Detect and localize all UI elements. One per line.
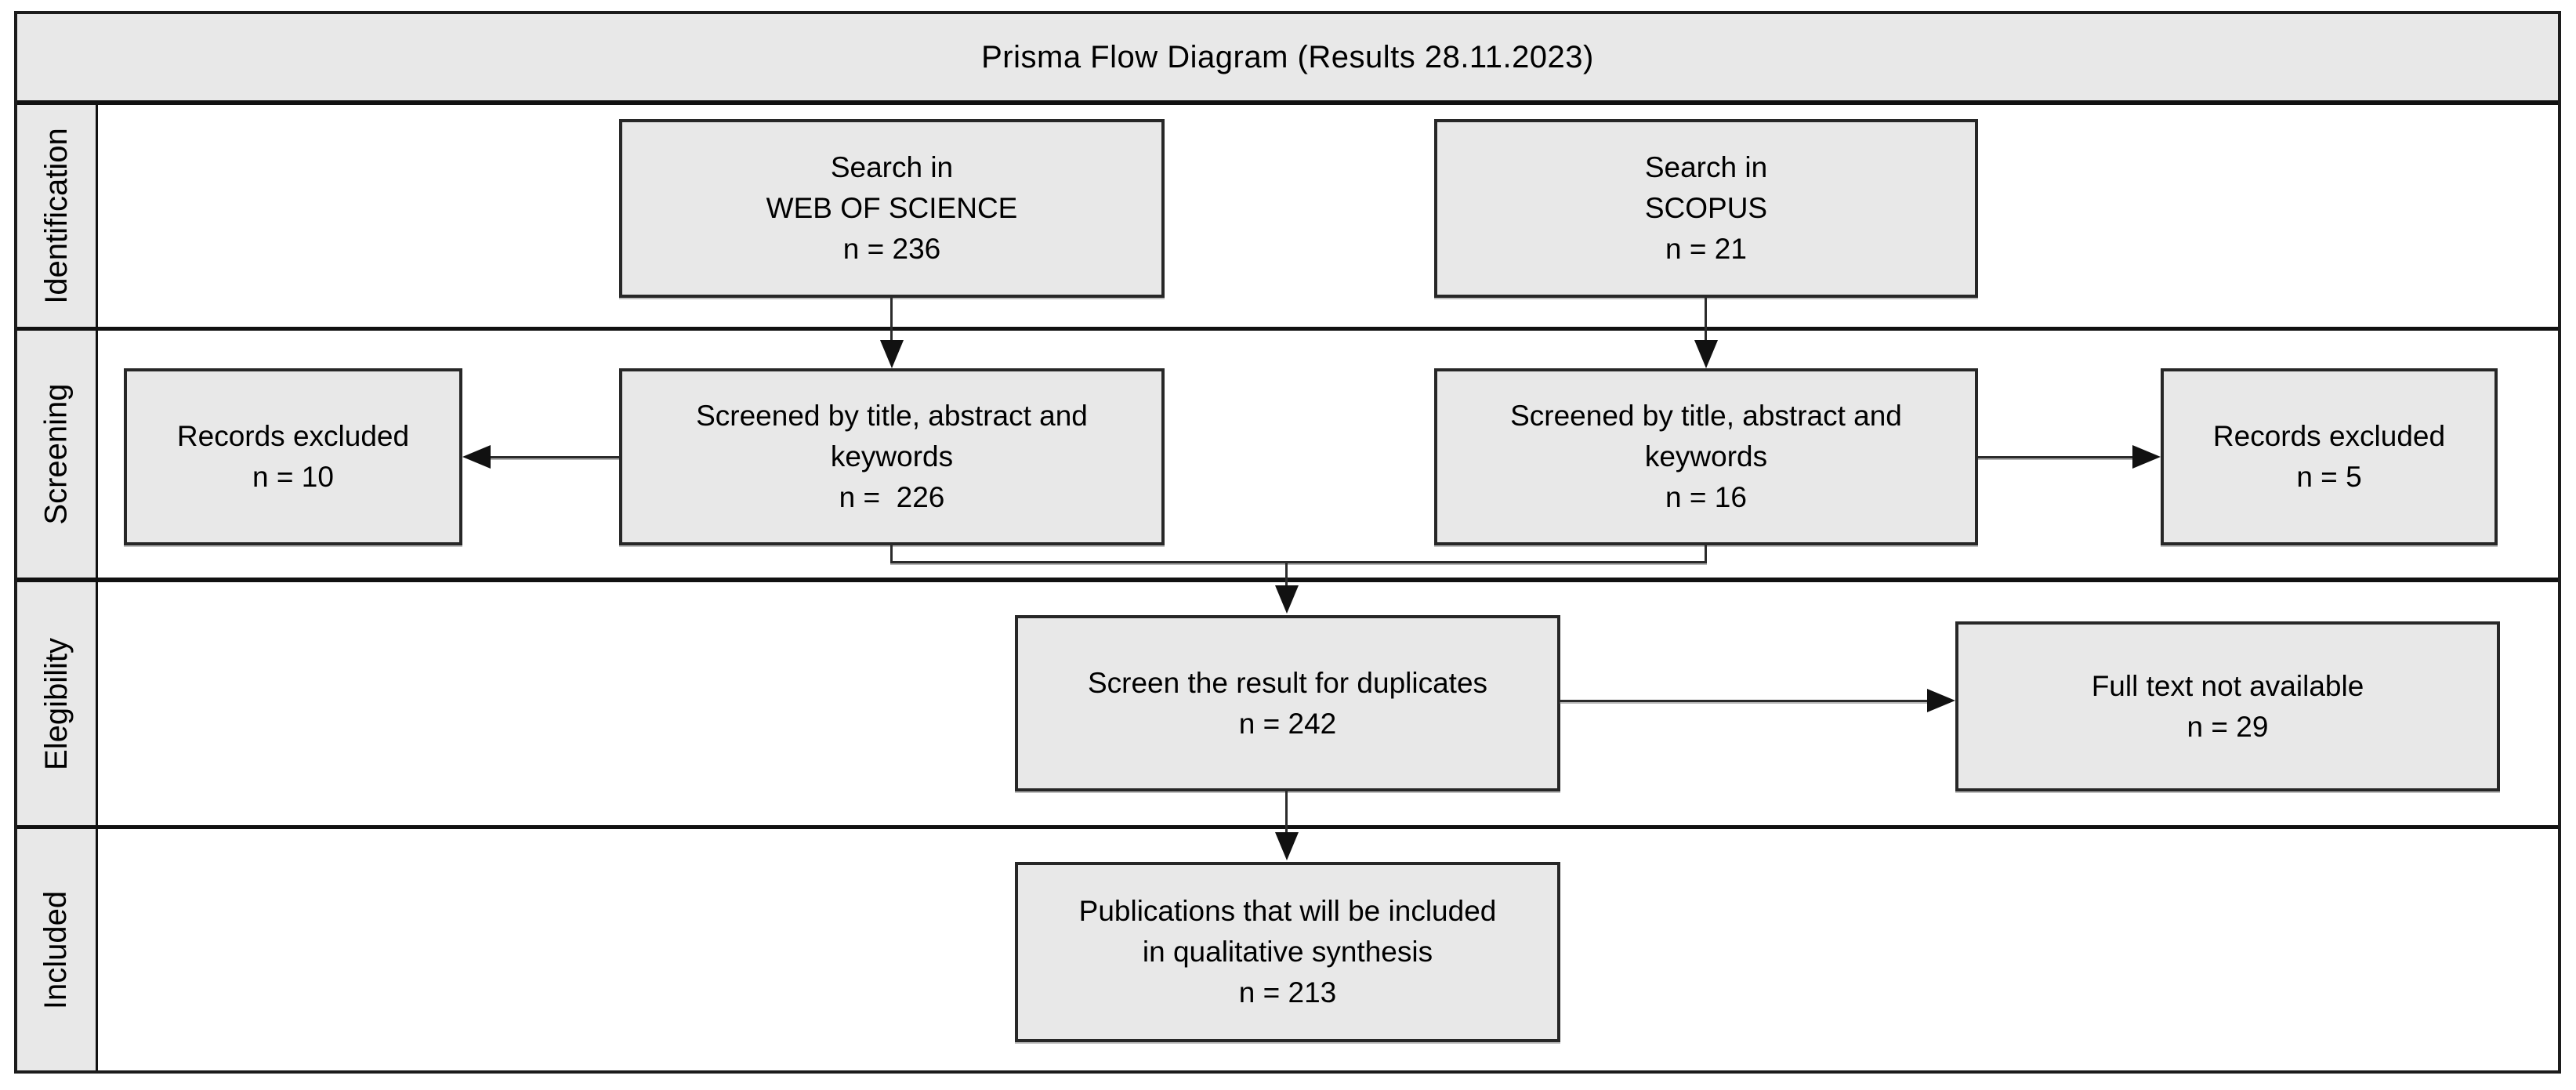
- arrow-screened-to-excluded-left-head: [462, 445, 491, 469]
- row-divider-identification-screening: [17, 327, 2558, 331]
- connector-merge-horizontal: [890, 561, 1707, 563]
- fulltext-unavailable-box: Full text not available n = 29: [1955, 621, 2500, 791]
- records-excluded-wos-box: Records excluded n = 10: [124, 368, 462, 545]
- connector-merge-right-drop: [1705, 545, 1707, 563]
- screened-wos-box: Screened by title, abstract and keywords…: [619, 368, 1165, 545]
- duplicates-screen-box: Screen the result for duplicates n = 242: [1015, 615, 1560, 791]
- included-publications-box: Publications that will be included in qu…: [1015, 862, 1560, 1042]
- stage-sidebar: [17, 105, 96, 1070]
- diagram-title: Prisma Flow Diagram (Results 28.11.2023): [981, 39, 1594, 74]
- stage-label-identification: Identification: [38, 128, 74, 304]
- search-wos-box: Search in WEB OF SCIENCE n = 236: [619, 119, 1165, 298]
- arrow-duplicates-down-line: [1285, 791, 1288, 834]
- sidebar-stage-identification: Identification: [17, 105, 96, 327]
- arrow-scopus-down-head: [1694, 340, 1718, 368]
- stage-label-included: Included: [38, 890, 74, 1009]
- arrow-screened-to-excluded-right-head: [2132, 445, 2161, 469]
- arrow-merge-down-line: [1285, 561, 1288, 587]
- row-divider-screening-elegibility: [17, 578, 2558, 582]
- screened-scopus-box: Screened by title, abstract and keywords…: [1434, 368, 1978, 545]
- records-excluded-scopus-box: Records excluded n = 5: [2161, 368, 2498, 545]
- arrow-duplicates-right-line: [1560, 700, 1927, 702]
- arrow-duplicates-down-head: [1275, 832, 1299, 860]
- arrow-wos-down-line: [890, 297, 893, 342]
- sidebar-stage-elegibility: Elegibility: [17, 582, 96, 825]
- stage-label-screening: Screening: [38, 383, 74, 525]
- sidebar-stage-included: Included: [17, 829, 96, 1070]
- arrow-screened-to-excluded-left-line: [491, 456, 619, 458]
- diagram-title-bar: Prisma Flow Diagram (Results 28.11.2023): [17, 14, 2558, 105]
- sidebar-divider-line: [96, 105, 98, 1070]
- connector-merge-left-drop: [890, 545, 893, 563]
- search-scopus-box: Search in SCOPUS n = 21: [1434, 119, 1978, 298]
- arrow-duplicates-right-head: [1927, 689, 1955, 712]
- arrow-scopus-down-line: [1705, 297, 1707, 342]
- sidebar-stage-screening: Screening: [17, 331, 96, 578]
- arrow-wos-down-head: [880, 340, 904, 368]
- stage-label-elegibility: Elegibility: [38, 637, 74, 770]
- row-divider-elegibility-included: [17, 825, 2558, 829]
- arrow-merge-down-head: [1275, 585, 1299, 614]
- arrow-screened-to-excluded-right-line: [1978, 456, 2132, 458]
